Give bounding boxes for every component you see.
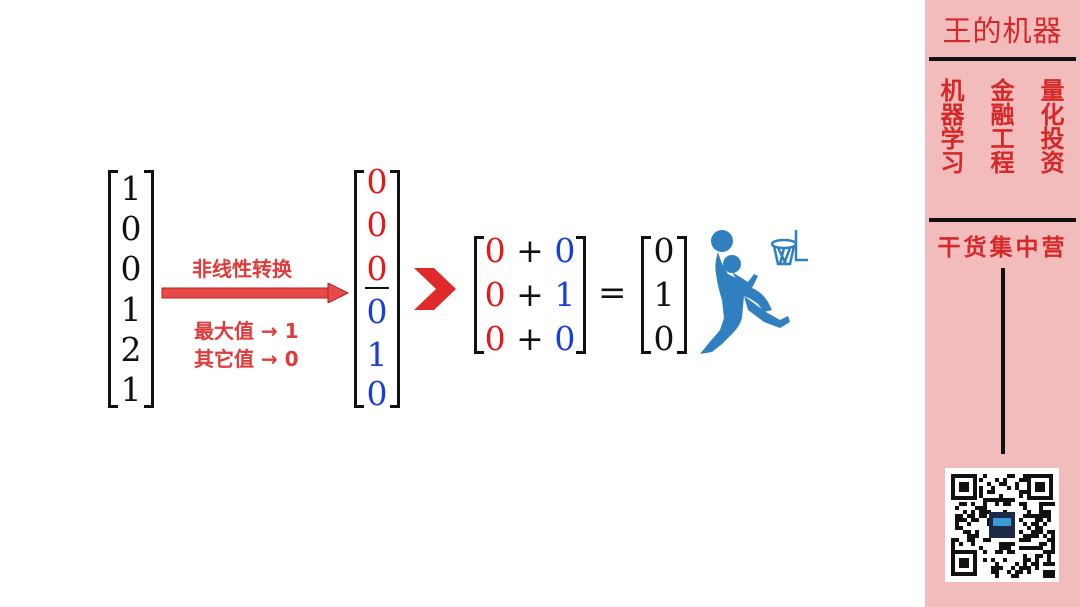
brand-title: 王的机器 xyxy=(942,14,1063,48)
plus-sign: + xyxy=(516,319,544,358)
matrix-divider xyxy=(365,287,389,289)
transformed-matrix-cell: 0 xyxy=(366,292,388,331)
input-matrix-cell: 0 xyxy=(120,209,142,248)
transformed-matrix: 0 0 0 0 1 0 xyxy=(354,165,400,413)
sum-bottom-term: 1 xyxy=(554,275,576,314)
topic-column-ml: 机器学习 xyxy=(936,78,965,174)
input-matrix-cell: 2 xyxy=(120,330,142,369)
sum-top-term: 0 xyxy=(484,275,506,314)
rule-max-label: 最大值 → 1 xyxy=(194,319,299,343)
transformed-matrix-cell: 0 xyxy=(366,205,388,244)
equals-sign: = xyxy=(598,273,627,313)
slogan: 干货集中营 xyxy=(937,234,1068,261)
transformed-matrix-cell: 1 xyxy=(366,335,388,374)
vertical-rule xyxy=(1001,268,1005,454)
result-matrix: 0 1 0 xyxy=(641,231,687,358)
brand-sidebar: 王的机器 机器学习 金融工程 量化投资 干货集中营 xyxy=(925,0,1080,607)
red-right-arrow-icon xyxy=(161,283,350,303)
transformed-matrix-cell: 0 xyxy=(366,249,388,288)
input-matrix-cell: 1 xyxy=(120,290,142,329)
sum-top-term: 0 xyxy=(484,231,506,270)
sum-bottom-term: 0 xyxy=(554,231,576,270)
red-chevron-right-icon xyxy=(414,268,456,310)
input-matrix-cell: 1 xyxy=(120,169,142,208)
plus-sign: + xyxy=(516,275,544,314)
sum-top-term: 0 xyxy=(484,319,506,358)
topic-column-quant: 量化投资 xyxy=(1036,78,1065,174)
input-matrix: 1 0 0 1 2 1 xyxy=(108,170,154,408)
basketball-dunk-icon xyxy=(700,230,808,354)
result-matrix-cell: 0 xyxy=(653,231,675,270)
sum-matrix-row: 0 + 0 xyxy=(477,234,583,267)
sidebar-divider xyxy=(929,57,1076,61)
sidebar-divider xyxy=(929,218,1076,222)
plus-sign: + xyxy=(516,231,544,270)
transformed-matrix-cell: 0 xyxy=(366,162,388,201)
result-matrix-cell: 0 xyxy=(653,319,675,358)
qr-code-icon xyxy=(945,468,1059,582)
operation-label: 非线性转换 xyxy=(192,257,292,281)
sum-matrix-row: 0 + 0 xyxy=(477,322,583,355)
result-matrix-cell: 1 xyxy=(653,275,675,314)
input-matrix-cell: 0 xyxy=(120,249,142,288)
input-matrix-cell: 1 xyxy=(120,370,142,409)
sum-bottom-term: 0 xyxy=(554,319,576,358)
rule-other-label: 其它值 → 0 xyxy=(194,347,299,371)
transformed-matrix-cell: 0 xyxy=(366,374,388,413)
diagram-canvas: 1 0 0 1 2 1 非线性转换 最大值 → 1 其它值 → 0 0 0 0 … xyxy=(108,165,808,413)
sum-matrix: 0 + 0 0 + 1 0 + 0 xyxy=(474,234,586,355)
sum-matrix-row: 0 + 1 xyxy=(477,278,583,311)
topic-column-fe: 金融工程 xyxy=(986,78,1015,174)
